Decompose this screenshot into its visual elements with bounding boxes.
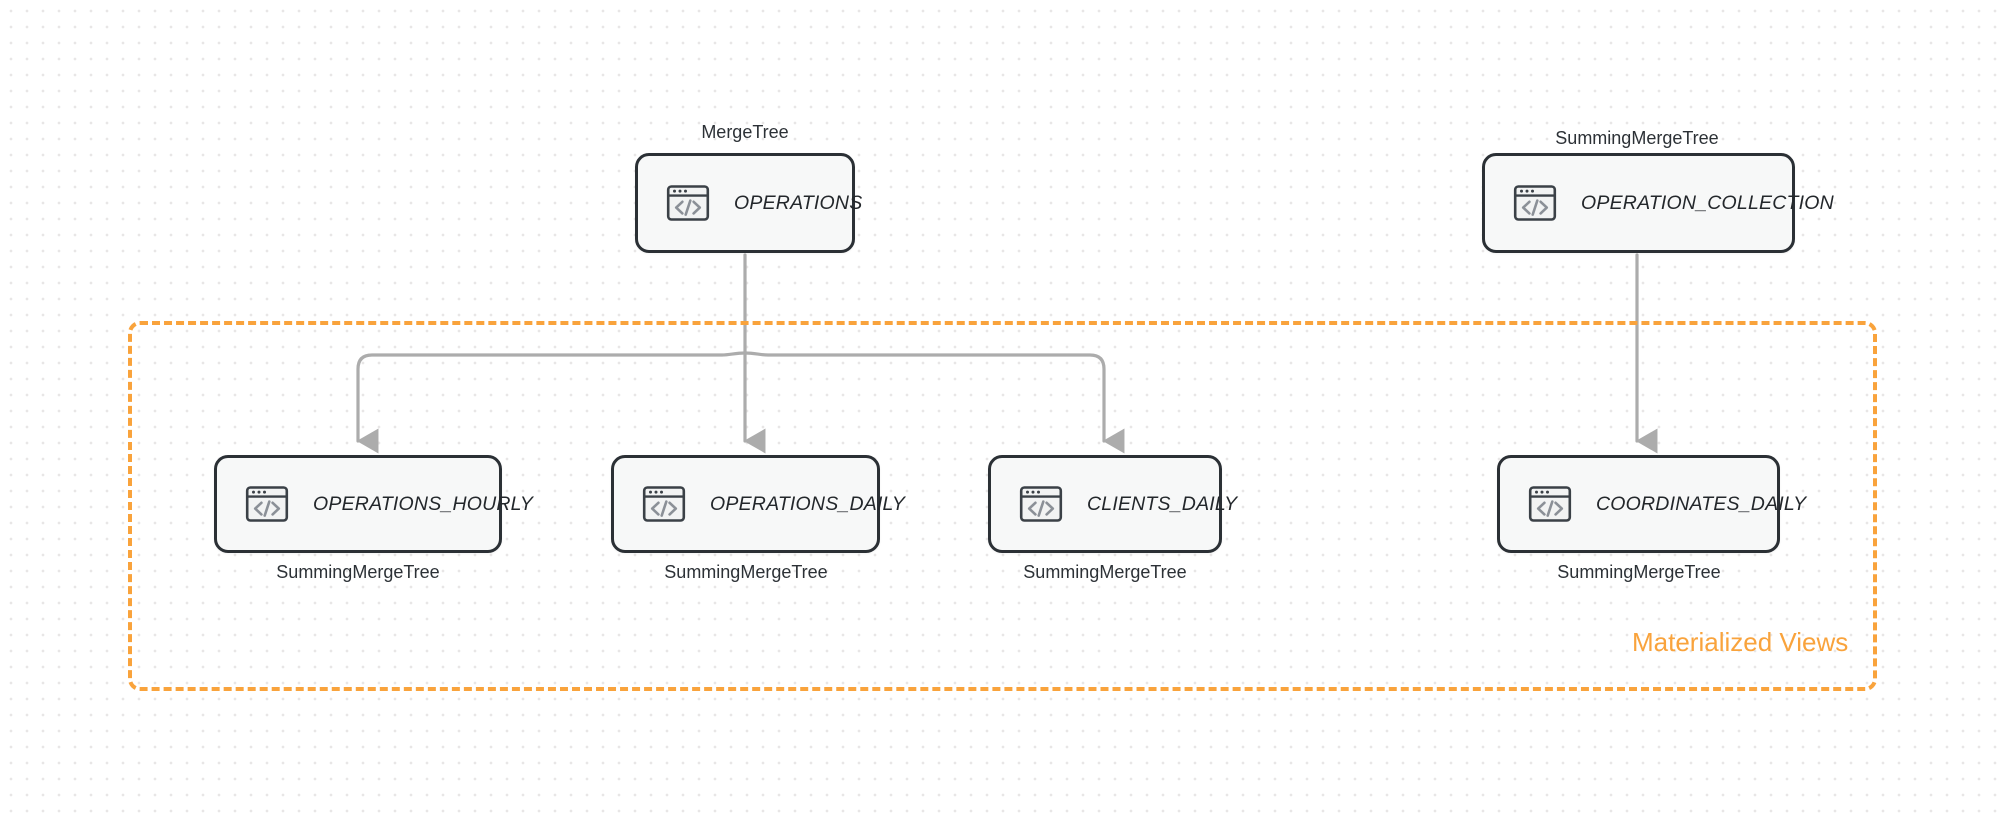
node-label-coordinates-daily: COORDINATES_DAILY bbox=[1596, 492, 1807, 515]
engine-label-operations-daily: SummingMergeTree bbox=[664, 562, 828, 582]
engine-label-clients-daily: SummingMergeTree bbox=[1023, 562, 1187, 582]
node-clients-daily[interactable]: CLIENTS_DAILY bbox=[988, 455, 1237, 553]
node-label-clients-daily: CLIENTS_DAILY bbox=[1087, 492, 1238, 515]
node-label-operation-collection: OPERATION_COLLECTION bbox=[1581, 191, 1834, 214]
engine-label-coordinates-daily: SummingMergeTree bbox=[1557, 562, 1721, 582]
code-window-icon bbox=[1511, 179, 1559, 227]
code-window-icon bbox=[243, 480, 291, 528]
node-operations-hourly[interactable]: OPERATIONS_HOURLY bbox=[214, 455, 533, 553]
engine-label-operation-collection: SummingMergeTree bbox=[1555, 128, 1719, 148]
engine-label-operations: MergeTree bbox=[701, 122, 789, 142]
node-label-operations-hourly: OPERATIONS_HOURLY bbox=[313, 492, 534, 515]
code-window-icon bbox=[1017, 480, 1065, 528]
materialized-views-group bbox=[128, 321, 1877, 691]
engine-label-operations-hourly: SummingMergeTree bbox=[276, 562, 440, 582]
materialized-views-group-label: Materialized Views bbox=[1632, 627, 1849, 657]
code-window-icon bbox=[640, 480, 688, 528]
node-label-operations: OPERATIONS bbox=[734, 191, 863, 214]
node-label-operations-daily: OPERATIONS_DAILY bbox=[710, 492, 906, 515]
code-window-icon bbox=[1526, 480, 1574, 528]
code-window-icon bbox=[664, 179, 712, 227]
node-operation-collection[interactable]: OPERATION_COLLECTION bbox=[1482, 153, 1834, 253]
node-operations[interactable]: OPERATIONS bbox=[635, 153, 862, 253]
node-coordinates-daily[interactable]: COORDINATES_DAILY bbox=[1497, 455, 1806, 553]
node-operations-daily[interactable]: OPERATIONS_DAILY bbox=[611, 455, 905, 553]
